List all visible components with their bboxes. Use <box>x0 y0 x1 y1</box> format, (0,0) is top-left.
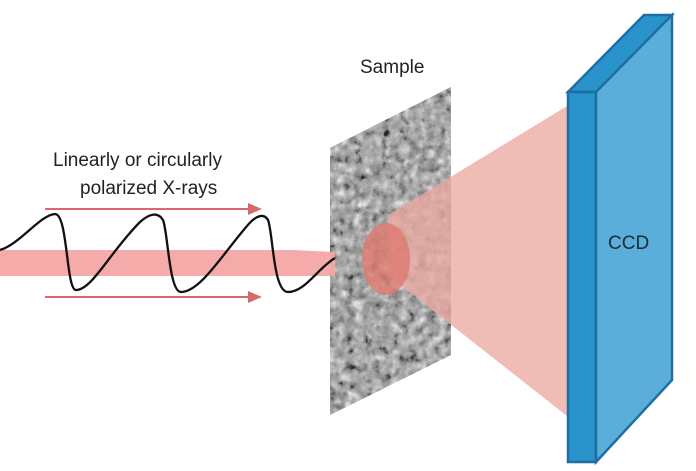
scattering-cone <box>388 103 572 420</box>
sample-label: Sample <box>360 57 425 78</box>
incident-beam <box>0 250 335 276</box>
ccd-detector <box>565 11 675 466</box>
bottom-arrow <box>45 291 262 303</box>
xray-label-line2: polarized X-rays <box>80 178 218 199</box>
beam-spot <box>362 223 410 295</box>
ccd-label: CCD <box>608 233 650 254</box>
xray-wave <box>0 212 336 294</box>
xray-label-line1: Linearly or circularly <box>53 150 222 171</box>
top-arrow <box>45 203 262 215</box>
